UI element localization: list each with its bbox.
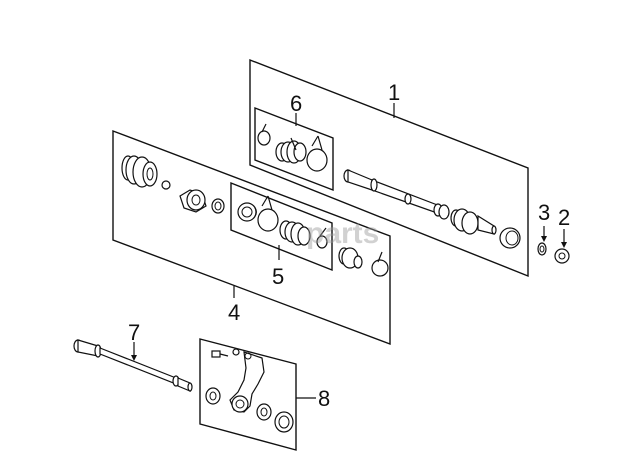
half-shaft-icon — [343, 169, 450, 220]
bolt-icon — [211, 350, 229, 358]
inner-joint-housing-icon — [179, 189, 207, 213]
callout-3: 3 — [538, 200, 550, 225]
assembly-4-panel — [112, 129, 391, 346]
boot-band-icon — [257, 123, 271, 146]
boot-bellows-icon — [275, 137, 307, 164]
outer-cv-joint-icon — [450, 208, 497, 235]
dust-seal-icon — [371, 251, 389, 277]
circlip-icon — [161, 180, 171, 190]
bearing-icon — [274, 411, 294, 433]
leader-lines — [131, 103, 395, 399]
boot-clamp-icon — [306, 135, 328, 172]
boot-band-icon — [237, 202, 257, 222]
watermark-text: parts — [306, 217, 379, 250]
callout-4: 4 — [228, 300, 240, 325]
callout-8: 8 — [318, 386, 330, 411]
seal-left-icon — [205, 387, 221, 405]
spindle-nut-2-icon — [554, 229, 570, 264]
callout-1: 1 — [388, 80, 400, 105]
dust-ring-icon — [499, 227, 521, 249]
callout-6: 6 — [290, 91, 302, 116]
callout-2: 2 — [558, 205, 570, 230]
boot-clamp-icon — [257, 195, 279, 232]
inner-boot-icon — [121, 155, 158, 188]
washer-3-icon — [537, 226, 547, 256]
callout-7: 7 — [128, 320, 140, 345]
assembly-1-panel — [249, 58, 529, 278]
intermediate-shaft-icon — [73, 339, 193, 392]
assembly-8-panel — [199, 338, 297, 451]
boot-band-small-icon — [316, 227, 328, 249]
seal-right-icon — [256, 403, 272, 421]
washer-icon — [211, 198, 225, 214]
callout-5: 5 — [272, 264, 284, 289]
bearing-support-bracket-icon — [229, 348, 265, 413]
boot-bellows-icon — [279, 220, 311, 246]
outer-joint-icon — [338, 247, 363, 269]
